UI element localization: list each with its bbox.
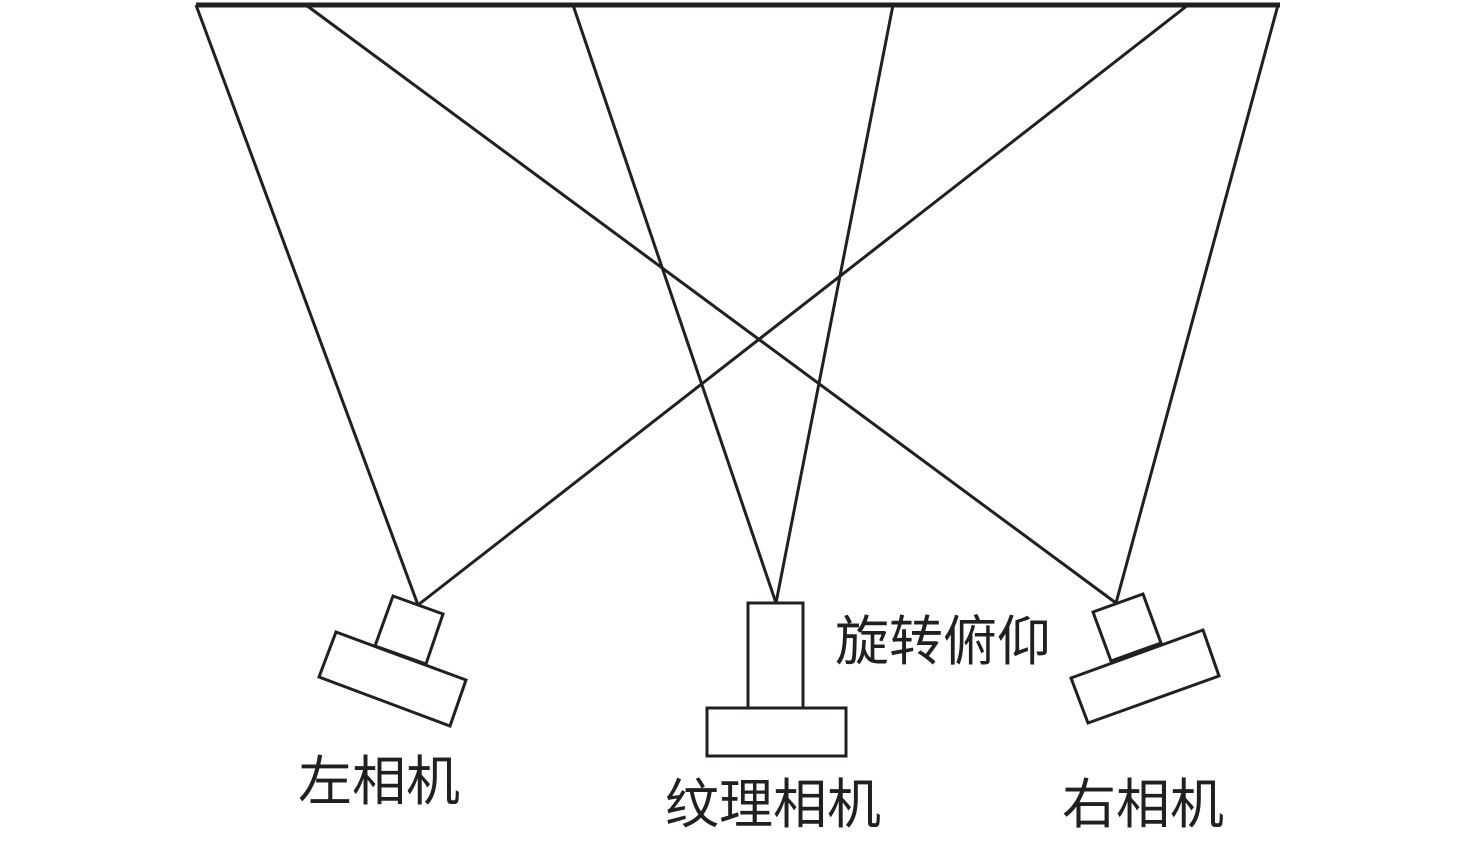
- right-camera-icon: [1069, 592, 1221, 725]
- right-camera-fov-left: [305, 3, 1117, 605]
- left-camera-icon: [317, 594, 468, 728]
- right-camera-label: 右相机: [1062, 773, 1224, 836]
- rotate-tilt-label: 旋转俯仰: [835, 610, 1051, 673]
- left-camera-fov-left: [194, 4, 420, 606]
- texture-camera-fov-left: [571, 4, 778, 604]
- texture-camera-label: 纹理相机: [665, 773, 881, 836]
- right-camera-fov-right: [1114, 4, 1280, 604]
- texture-camera-fov-right: [774, 4, 895, 604]
- left-camera-fov-right: [417, 3, 1189, 607]
- left-camera-label: 左相机: [298, 750, 460, 813]
- texture-camera-icon: [705, 601, 848, 758]
